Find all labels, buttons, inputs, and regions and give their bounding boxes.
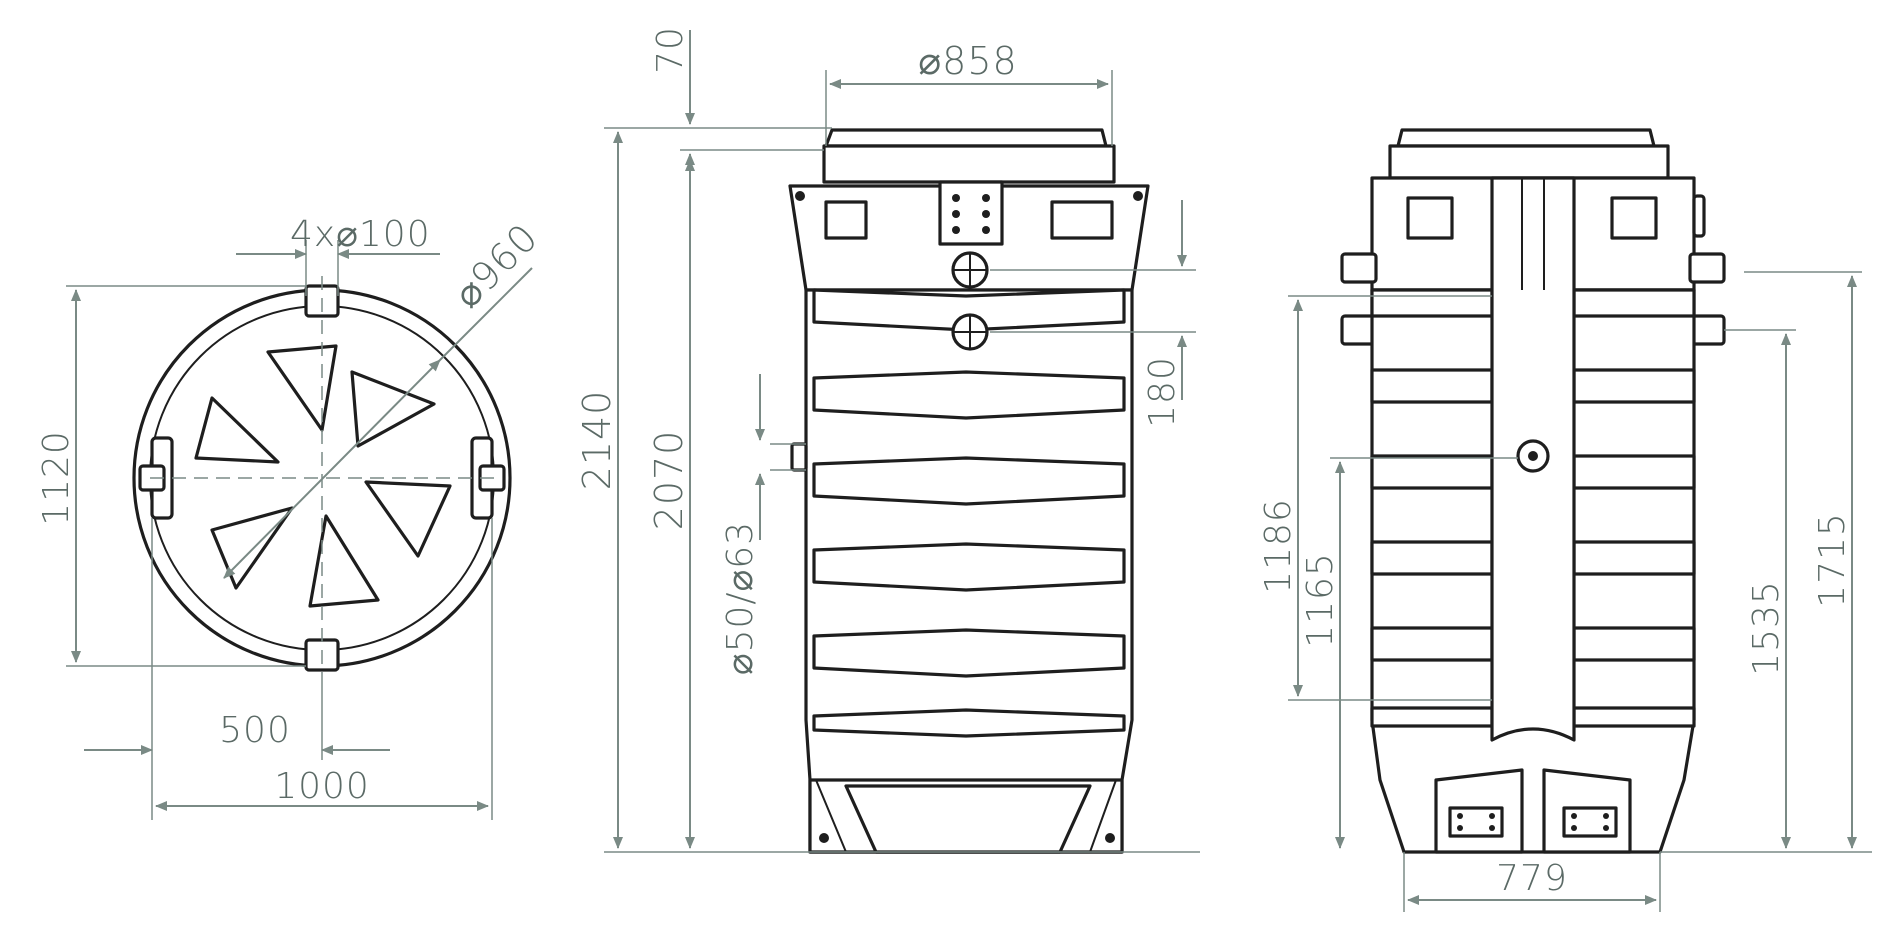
side-view-lid: [1396, 128, 1656, 148]
half-width-dimension-label: 500: [219, 710, 291, 751]
side-view-right-plate: [1562, 806, 1618, 838]
holes-dimension-label: 4x⌀100: [290, 214, 431, 255]
front-view-neck: [822, 144, 1116, 184]
front-view-base-recess: [844, 784, 1092, 854]
diameter-dimension-label: ⌀960: [445, 215, 546, 316]
lid-offset-dimension-label: 70: [650, 26, 691, 74]
inlet-spacing-dimension-label: 180: [1142, 356, 1183, 428]
top-view: 4x⌀100 ⌀960 1120 500 1000: [36, 214, 547, 820]
width-dimension-label: 1000: [274, 766, 370, 807]
mid-height-dimension-label: 1535: [1746, 580, 1787, 676]
side-view-right-inlet: [1688, 252, 1726, 284]
front-view-ribs: [812, 288, 1126, 738]
front-view-left-port: [824, 200, 868, 240]
front-view-right-port: [1050, 200, 1114, 240]
side-view-ribs: [1370, 288, 1696, 728]
side-view-neck: [1388, 144, 1670, 180]
diameter-dimension-line: [223, 359, 441, 579]
front-view-vent-stub: [790, 442, 808, 472]
inner-height-dimension-label: 1165: [1300, 552, 1341, 648]
inlet-height-dimension-label: 1715: [1812, 512, 1853, 608]
side-view: 1186 1165 1535 1715 779: [1258, 128, 1872, 912]
front-view-lid: [824, 128, 1108, 148]
body-height-dimension-label: 2070: [647, 430, 691, 531]
front-view: 2140 70 2070 ⌀858 180 ⌀50/⌀63: [575, 26, 1200, 854]
total-height-dimension-label: 2140: [575, 390, 619, 491]
height-dimension-label: 1120: [36, 430, 77, 526]
base-width-dimension-label: 779: [1496, 858, 1568, 899]
side-view-left-plate: [1448, 806, 1504, 838]
top-diameter-dimension-label: ⌀858: [918, 39, 1017, 83]
vent-dimension-label: ⌀50/⌀63: [720, 521, 761, 675]
front-view-label-plate: [938, 180, 1004, 246]
side-view-left-port: [1406, 196, 1454, 240]
outlet-height-dimension-label: 1186: [1258, 498, 1299, 594]
side-view-left-inlet: [1340, 252, 1378, 284]
side-view-right-port: [1610, 196, 1658, 240]
